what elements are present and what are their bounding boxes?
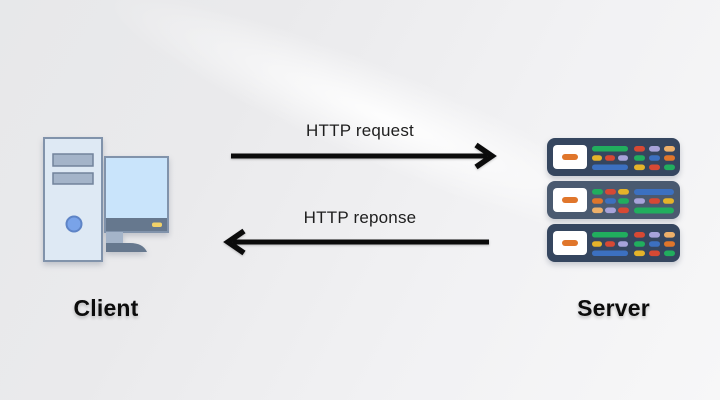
tower-power-button xyxy=(65,215,83,233)
monitor-led xyxy=(152,222,162,227)
tower-drive-slot xyxy=(52,172,94,185)
server-unit xyxy=(547,224,680,262)
server-unit xyxy=(547,138,680,176)
desktop-computer-icon xyxy=(43,137,169,262)
server-unit xyxy=(547,181,680,219)
monitor-stand-neck xyxy=(106,232,123,243)
response-arrow-label: HTTP reponse xyxy=(303,208,417,227)
server-rack-icon xyxy=(547,138,680,262)
server-node: Server xyxy=(547,138,680,322)
request-arrow xyxy=(231,142,497,170)
response-arrow xyxy=(223,228,489,256)
server-label: Server xyxy=(577,295,650,321)
monitor-bezel xyxy=(106,218,167,231)
client-node: Client xyxy=(43,137,169,322)
client-label: Client xyxy=(73,295,139,321)
request-arrow-label: HTTP request xyxy=(306,121,414,140)
monitor-stand-base xyxy=(106,243,147,252)
tower-drive-slot xyxy=(52,153,94,167)
